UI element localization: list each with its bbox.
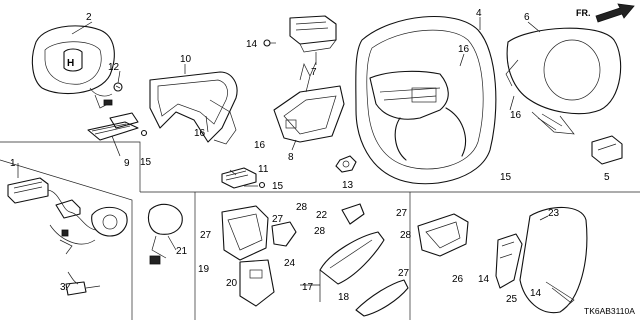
callout-14c: 14 bbox=[530, 288, 542, 299]
bracket-8 bbox=[273, 61, 345, 143]
callout-19: 19 bbox=[198, 264, 210, 275]
pad-switch-11 bbox=[221, 167, 257, 189]
paddle-assembly-19 bbox=[221, 205, 275, 307]
callout-3: 3 bbox=[60, 282, 66, 293]
switch-9 bbox=[87, 112, 139, 141]
screw-15-a bbox=[140, 129, 148, 137]
callout-9: 9 bbox=[124, 158, 130, 169]
callout-18: 18 bbox=[338, 292, 350, 303]
cover-23 bbox=[519, 206, 588, 314]
svg-text:H: H bbox=[67, 58, 74, 69]
harness-21 bbox=[147, 203, 183, 265]
cable-3 bbox=[65, 271, 101, 296]
callout-13: 13 bbox=[342, 180, 354, 191]
callout-16b: 16 bbox=[254, 140, 266, 151]
garnish-frame-10 bbox=[149, 71, 238, 145]
switch-7 bbox=[289, 15, 337, 53]
callout-4: 4 bbox=[476, 8, 482, 19]
callout-labels: 2 12 9 15 1 3 10 16 16 11 15 14 7 8 4 16… bbox=[10, 8, 635, 316]
front-direction-indicator bbox=[595, 3, 635, 23]
nut-13 bbox=[335, 155, 357, 173]
screw-14-a bbox=[263, 39, 276, 47]
rear-cover-6 bbox=[505, 27, 622, 135]
callout-28c: 28 bbox=[400, 230, 412, 241]
callout-17: 17 bbox=[302, 282, 314, 293]
switch-26 bbox=[417, 213, 469, 257]
clip-24 bbox=[271, 221, 297, 247]
screw-15-b bbox=[258, 181, 266, 189]
callout-16c: 16 bbox=[458, 44, 470, 55]
callout-27d: 27 bbox=[398, 268, 410, 279]
callout-25: 25 bbox=[506, 294, 518, 305]
callout-2: 2 bbox=[86, 12, 92, 23]
callout-21: 21 bbox=[176, 246, 188, 257]
callout-26: 26 bbox=[452, 274, 464, 285]
section-dividers bbox=[0, 141, 640, 320]
airbag-module: H bbox=[31, 25, 115, 109]
callout-20: 20 bbox=[226, 278, 238, 289]
bracket-22 bbox=[341, 203, 365, 225]
switch-harness-1 bbox=[7, 177, 128, 255]
reference-code: TK6AB3110A bbox=[584, 306, 635, 316]
callout-27a: 27 bbox=[200, 230, 212, 241]
callout-27c: 27 bbox=[396, 208, 408, 219]
paddle-17 bbox=[319, 231, 385, 285]
callout-11: 11 bbox=[258, 164, 269, 175]
steering-wheel-4 bbox=[355, 15, 497, 185]
callout-27b: 27 bbox=[272, 214, 284, 225]
paddle-25 bbox=[495, 233, 523, 289]
bolt-12 bbox=[113, 82, 123, 92]
callout-12: 12 bbox=[108, 62, 120, 73]
callout-15c: 15 bbox=[500, 172, 512, 183]
callout-8: 8 bbox=[288, 152, 294, 163]
callout-16a: 16 bbox=[194, 128, 206, 139]
callout-23: 23 bbox=[548, 208, 560, 219]
callout-7: 7 bbox=[311, 67, 317, 78]
callout-15a: 15 bbox=[140, 157, 152, 168]
callout-14b: 14 bbox=[478, 274, 490, 285]
callout-16d: 16 bbox=[510, 110, 522, 121]
callout-5: 5 bbox=[604, 172, 610, 183]
callout-15b: 15 bbox=[272, 181, 284, 192]
callout-28b: 28 bbox=[314, 226, 326, 237]
callout-6: 6 bbox=[524, 12, 530, 23]
callout-22: 22 bbox=[316, 210, 328, 221]
callout-24: 24 bbox=[284, 258, 296, 269]
callout-14a: 14 bbox=[246, 39, 258, 50]
leader-lines bbox=[17, 17, 549, 302]
callout-10: 10 bbox=[180, 54, 192, 65]
direction-label: FR. bbox=[576, 8, 591, 18]
cover-18 bbox=[355, 279, 409, 317]
clip-5 bbox=[591, 135, 623, 165]
callout-28a: 28 bbox=[296, 202, 308, 213]
callout-1: 1 bbox=[10, 158, 16, 169]
